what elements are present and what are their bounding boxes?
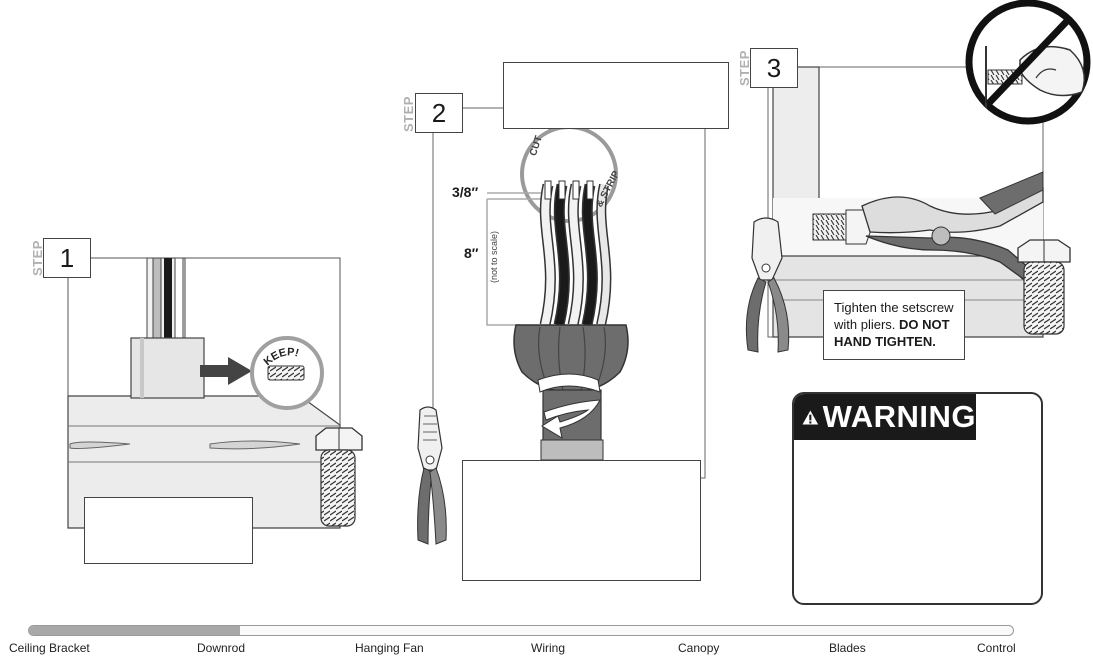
- callout-line1: Tighten the setscrew: [834, 300, 954, 315]
- progress-fill: [29, 626, 240, 635]
- step1-illustration: [67, 257, 363, 529]
- step1-caption-box: [84, 497, 253, 564]
- nav-control[interactable]: Control: [977, 641, 1016, 655]
- nav-blades[interactable]: Blades: [829, 641, 866, 655]
- step3-number: 3: [750, 48, 798, 88]
- callout-line3: HAND TIGHTEN.: [834, 334, 936, 349]
- cut-length-label: 8″: [464, 245, 479, 261]
- step2-word: STEP: [401, 96, 416, 132]
- progress-bar[interactable]: [28, 625, 1014, 636]
- step2-caption-box: [462, 460, 701, 581]
- warning-triangle-icon: [802, 409, 819, 425]
- nav-wiring[interactable]: Wiring: [531, 641, 566, 655]
- warning-title: WARNING: [822, 399, 976, 434]
- callout-line2: with pliers. DO NOT: [834, 317, 950, 332]
- strip-length-label: 3/8″: [452, 184, 479, 200]
- nav-downrod[interactable]: Downrod: [197, 641, 246, 655]
- setscrew-instruction: Tighten the setscrew with pliers. DO NOT…: [823, 290, 965, 360]
- step2-number: 2: [415, 93, 463, 133]
- step2-header-box: [503, 62, 729, 129]
- svg-text:KEEP!: KEEP!: [262, 346, 301, 368]
- nav-canopy[interactable]: Canopy: [678, 641, 720, 655]
- not-to-scale-note: (not to scale): [489, 230, 499, 283]
- step2-illustration: [417, 107, 706, 545]
- nav-hanging-fan[interactable]: Hanging Fan: [355, 641, 424, 655]
- keep-label: KEEP!: [262, 346, 301, 368]
- step1-number: 1: [43, 238, 91, 278]
- warning-panel: WARNING: [792, 392, 1043, 605]
- nav-ceiling-bracket[interactable]: Ceiling Bracket: [9, 641, 90, 655]
- warning-header: WARNING: [794, 394, 976, 440]
